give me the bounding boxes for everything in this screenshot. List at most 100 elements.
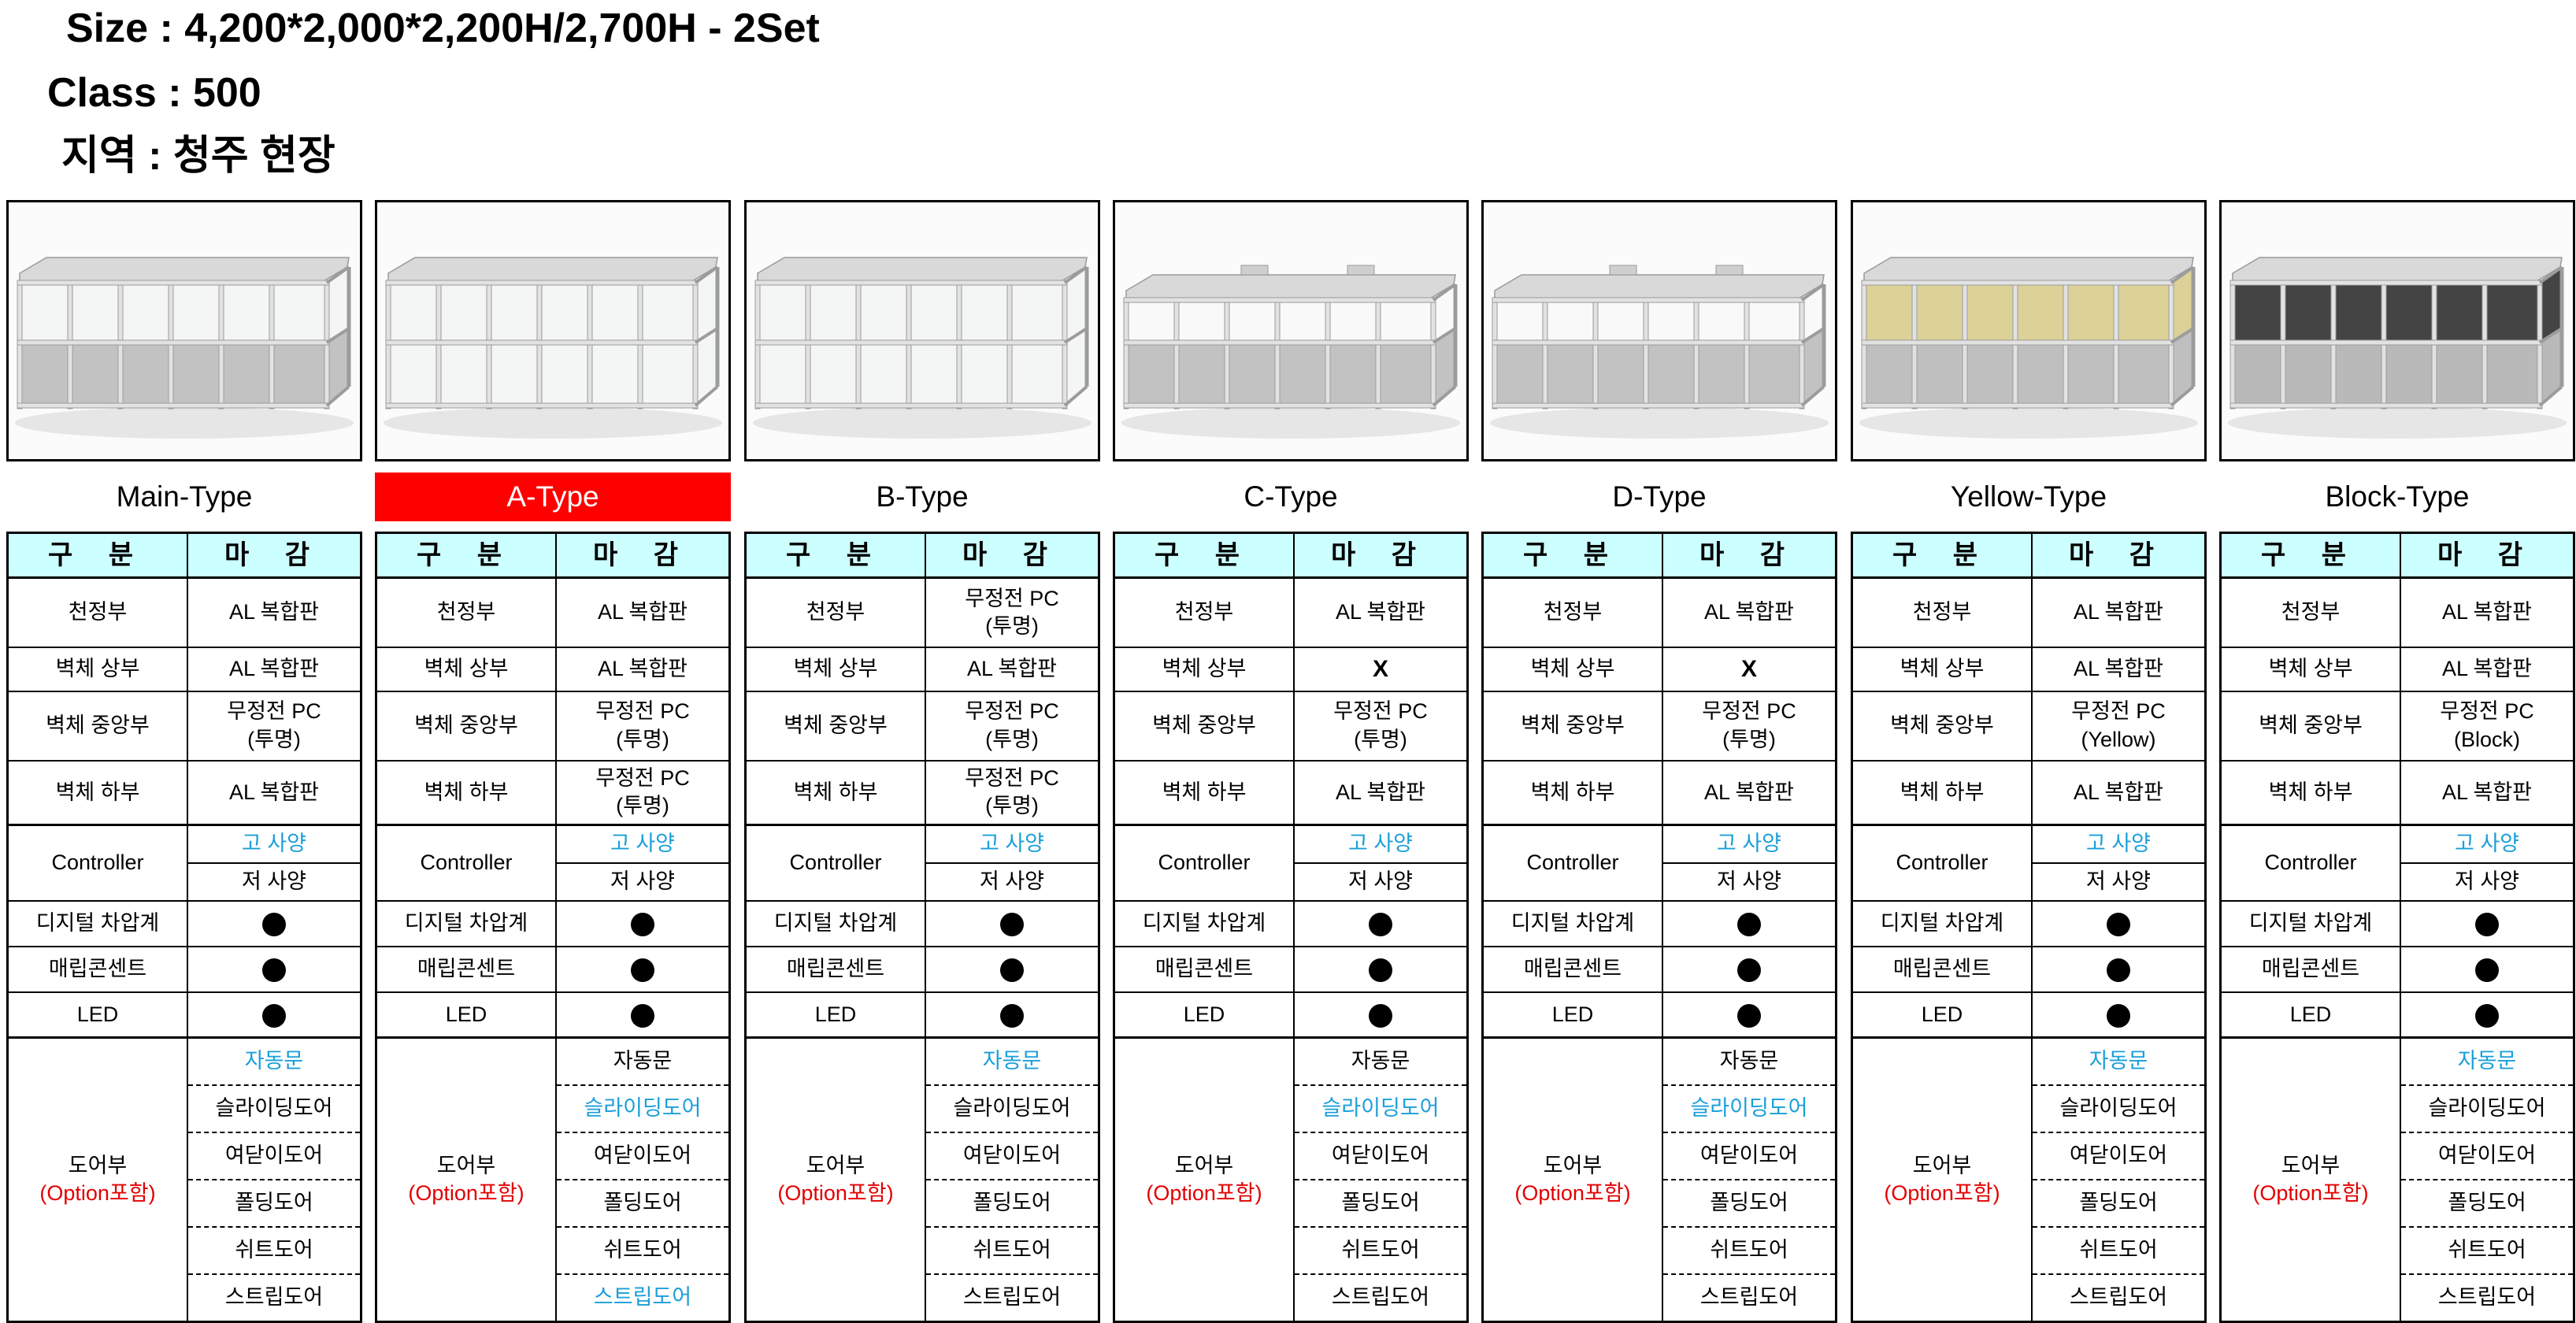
door-option: 쉬트도어	[555, 1227, 731, 1275]
header-finish: 마 감	[925, 532, 1100, 579]
booth-image	[375, 200, 731, 461]
spec-table: 구 분 마 감 천정부 AL 복합판 벽체 상부 X 벽체 중앙부 무정전 PC…	[1113, 532, 1469, 1323]
door-option: 슬라이딩도어	[187, 1085, 362, 1133]
included-dot-icon	[2475, 1003, 2499, 1028]
door-option: 자동문	[1662, 1037, 1837, 1086]
row-label: 벽체 중앙부	[375, 690, 557, 762]
row-label: 디지털 차압계	[1851, 899, 2033, 947]
region-line: 지역 : 청주 현장	[61, 133, 335, 179]
cell-line: (투명)	[1722, 727, 1776, 751]
led-value	[1662, 991, 1837, 1039]
row-label: 천정부	[1113, 576, 1295, 648]
type-name: C-Type	[1244, 480, 1338, 513]
row-label: 도어부	[1174, 1153, 1234, 1177]
row-label: 천정부	[1481, 576, 1663, 648]
door-option: 슬라이딩도어	[2400, 1085, 2575, 1133]
row-label: 천정부	[375, 576, 557, 648]
door-option: 폴딩도어	[555, 1180, 731, 1228]
outlet-value	[555, 945, 731, 993]
wall-bottom-value: AL 복합판	[187, 759, 362, 826]
cell-line: 무정전 PC	[965, 586, 1059, 610]
row-label: 도어부	[2281, 1153, 2341, 1177]
outlet-value	[2031, 945, 2207, 993]
cell-line: 무정전 PC	[965, 699, 1059, 724]
led-value	[2031, 991, 2207, 1039]
gauge-value	[187, 899, 362, 947]
row-label: 벽체 중앙부	[1113, 690, 1295, 762]
spec-table: 구 분 마 감 천정부 AL 복합판 벽체 상부 AL 복합판 벽체 중앙부 무…	[6, 532, 362, 1323]
row-label: Controller	[6, 824, 188, 902]
outlet-value	[1662, 945, 1837, 993]
cell-line: AL 복합판	[2073, 600, 2164, 624]
type-name: B-Type	[876, 480, 969, 513]
row-label: 벽체 상부	[744, 646, 926, 692]
door-option: 슬라이딩도어	[925, 1085, 1100, 1133]
header-category: 구 분	[1851, 532, 2033, 579]
row-label: 벽체 하부	[744, 759, 926, 826]
row-label: 도어부	[436, 1153, 496, 1177]
type-column: D-Type 구 분 마 감 천정부 AL 복합판 벽체 상부 X 벽체 중앙부	[1481, 200, 1837, 1323]
row-label: 매립콘센트	[6, 945, 188, 993]
cell-line: AL 복합판	[2441, 600, 2533, 624]
controller-high: 고 사양	[2031, 824, 2207, 864]
controller-low: 저 사양	[187, 862, 362, 902]
cell-value: AL 복합판	[966, 656, 1058, 680]
not-applicable-mark: X	[1740, 656, 1757, 682]
outlet-value	[2400, 945, 2575, 993]
cell-line: 무정전 PC	[1333, 699, 1428, 724]
row-label: 벽체 하부	[6, 759, 188, 826]
included-dot-icon	[1000, 958, 1024, 982]
door-label-cell: 도어부 (Option포함)	[6, 1036, 188, 1323]
type-name: Block-Type	[2325, 480, 2470, 513]
type-name: A-Type	[375, 472, 731, 521]
door-label-cell: 도어부 (Option포함)	[744, 1036, 926, 1323]
cell-line: 무정전 PC	[595, 699, 690, 724]
option-note: (Option포함)	[1146, 1181, 1262, 1205]
ceiling-value: AL 복합판	[2031, 576, 2207, 648]
controller-low: 저 사양	[2400, 862, 2575, 902]
row-label: LED	[1851, 991, 2033, 1039]
door-option: 스트립도어	[1293, 1274, 1469, 1322]
spec-table: 구 분 마 감 천정부 무정전 PC(투명) 벽체 상부 AL 복합판 벽체 중…	[744, 532, 1100, 1323]
cell-line: (투명)	[247, 727, 301, 751]
outlet-value	[1293, 945, 1469, 993]
option-note: (Option포함)	[1514, 1181, 1631, 1205]
row-label: 도어부	[1912, 1153, 1972, 1177]
controller-high: 고 사양	[1662, 824, 1837, 864]
row-label: LED	[375, 991, 557, 1039]
included-dot-icon	[1369, 1003, 1392, 1028]
cell-line: 무정전 PC	[595, 766, 690, 791]
controller-high: 고 사양	[1293, 824, 1469, 864]
ceiling-value: AL 복합판	[555, 576, 731, 648]
cell-line: (투명)	[985, 727, 1039, 751]
wall-top-value: AL 복합판	[187, 646, 362, 692]
row-label: LED	[2219, 991, 2401, 1039]
included-dot-icon	[262, 1003, 286, 1028]
controller-low: 저 사양	[555, 862, 731, 902]
wall-mid-value: 무정전 PC (투명)	[925, 690, 1100, 762]
not-applicable-mark: X	[1372, 656, 1388, 682]
cell-line: 무정전 PC	[227, 699, 321, 724]
row-label: 벽체 상부	[2219, 646, 2401, 692]
booth-render-icon	[377, 202, 728, 459]
spec-table: 구 분 마 감 천정부 AL 복합판 벽체 상부 AL 복합판 벽체 중앙부 무…	[1851, 532, 2207, 1323]
booth-render-icon	[747, 202, 1098, 459]
row-label: 벽체 상부	[1113, 646, 1295, 692]
row-label: Controller	[744, 824, 926, 902]
header-finish: 마 감	[1293, 532, 1469, 579]
option-note: (Option포함)	[39, 1181, 156, 1205]
controller-high: 고 사양	[2400, 824, 2575, 864]
door-option: 스트립도어	[555, 1274, 731, 1322]
header-finish: 마 감	[2400, 532, 2575, 579]
type-name: Yellow-Type	[1950, 480, 2107, 513]
wall-top-value: AL 복합판	[2400, 646, 2575, 692]
included-dot-icon	[1369, 958, 1392, 982]
ceiling-value: 무정전 PC(투명)	[925, 576, 1100, 648]
cell-line: 무정전 PC	[965, 766, 1059, 791]
row-label: LED	[744, 991, 926, 1039]
type-name: D-Type	[1612, 480, 1707, 513]
included-dot-icon	[1737, 1003, 1761, 1028]
wall-mid-value: 무정전 PC(Block)	[2400, 690, 2575, 762]
wall-bottom-value: 무정전 PC(투명)	[925, 759, 1100, 826]
led-value	[187, 991, 362, 1039]
